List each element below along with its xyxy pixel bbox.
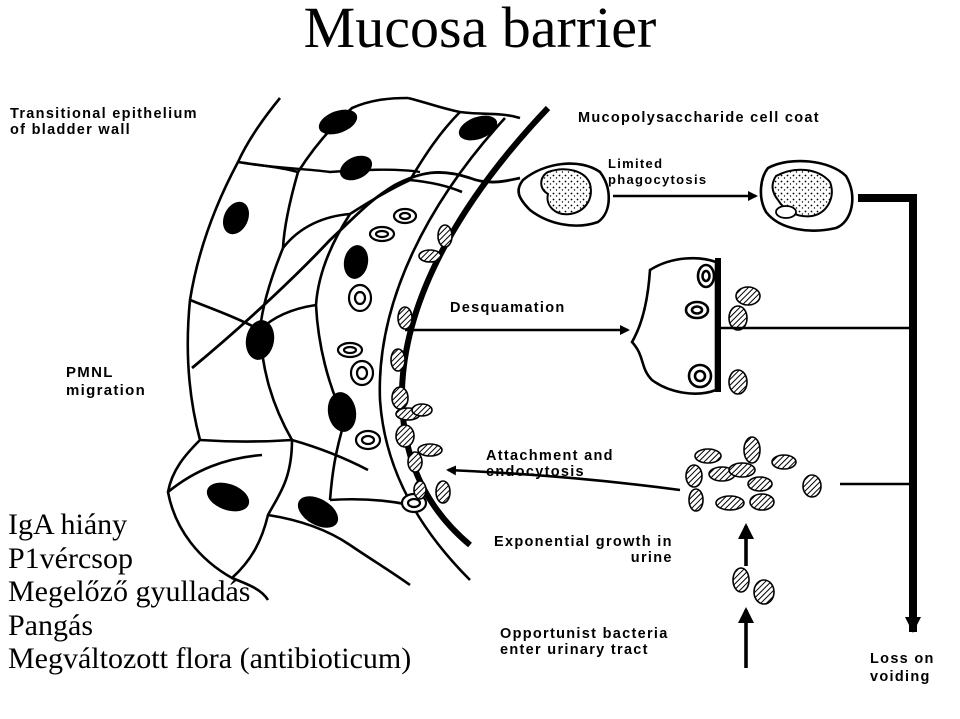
label-attachment-text: Attachment and endocytosis — [486, 448, 614, 480]
label-growth: Exponential growth in urine — [494, 534, 673, 566]
label-opportunist: Opportunist bacteria enter urinary tract — [500, 626, 669, 658]
phagocyte-cell-1 — [517, 162, 611, 227]
flow-arrows — [405, 191, 921, 668]
slide-title: Mucosa barrier — [303, 0, 657, 60]
internal-bacteria — [336, 207, 428, 514]
growth-bacteria — [685, 436, 822, 605]
cause-item: P1vércsop — [8, 541, 133, 575]
label-cell-coat-text: Mucopolysaccharide cell coat — [578, 110, 820, 126]
label-cell-coat: Mucopolysaccharide cell coat — [578, 110, 820, 126]
pmnl-migration-line — [191, 171, 521, 370]
phagocyte-cell-2 — [759, 159, 854, 232]
label-desquamation-text: Desquamation — [450, 300, 566, 316]
label-epithelium-text: Transitional epithelium of bladder wall — [10, 106, 198, 138]
cause-item: Megváltozott flora (antibioticum) — [8, 642, 412, 675]
cause-item: IgA hiány — [8, 508, 128, 541]
label-phagocytosis: Limited phagocytosis — [608, 156, 707, 188]
label-pmnl-text: PMNL migration — [66, 364, 147, 399]
cause-item: Pangás — [8, 608, 93, 642]
label-growth-text: Exponential growth in urine — [494, 534, 673, 566]
label-voiding: Loss on voiding — [870, 650, 935, 686]
surface-bacteria — [390, 201, 844, 504]
label-epithelium: Transitional epithelium of bladder wall — [10, 106, 198, 138]
label-phagocytosis-text: Limited phagocytosis — [608, 156, 708, 187]
epithelial-nuclei — [206, 109, 692, 528]
label-pmnl: PMNL migration — [66, 364, 146, 400]
causes-list: IgA hiány P1vércsop Megelőző gyulladás P… — [8, 508, 411, 676]
label-attachment: Attachment and endocytosis — [486, 448, 614, 480]
label-voiding-text: Loss on voiding — [870, 651, 935, 685]
desquamated-cell — [630, 256, 721, 395]
cause-item: Megelőző gyulladás — [8, 575, 251, 608]
label-desquamation: Desquamation — [450, 300, 566, 316]
epithelium-outer-line — [378, 117, 506, 581]
label-opportunist-text: Opportunist bacteria enter urinary tract — [500, 626, 669, 658]
